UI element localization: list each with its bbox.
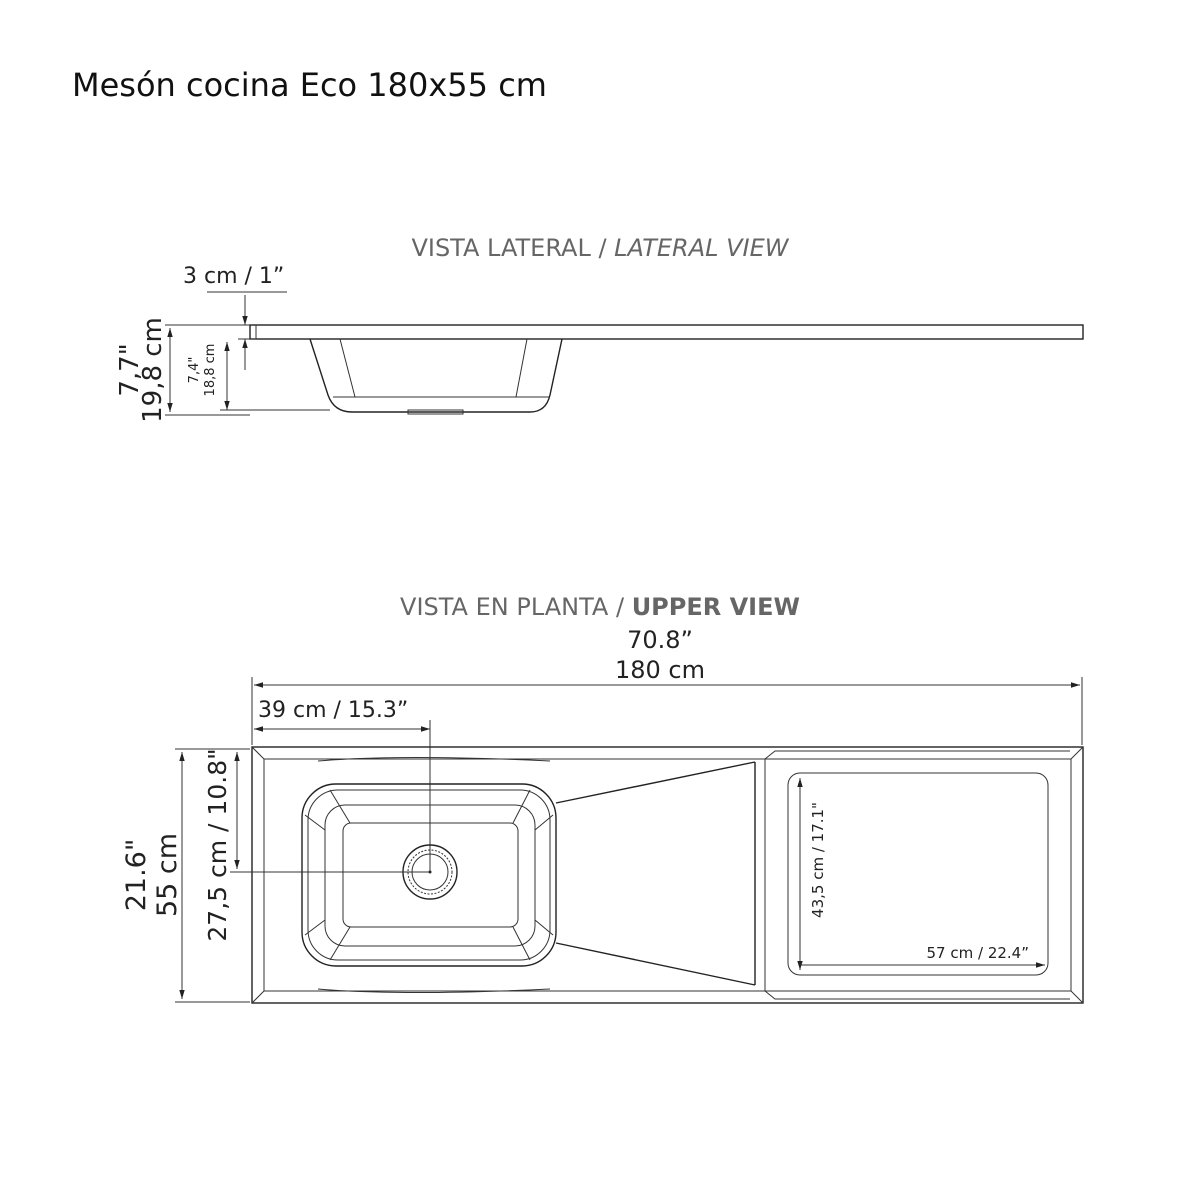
page-title: Mesón cocina Eco 180x55 cm xyxy=(72,66,547,104)
drain-offset-label: 39 cm / 15.3” xyxy=(258,698,408,723)
total-height-in: 7,7" xyxy=(115,343,145,396)
basin-depth-cm: 18,8 cm xyxy=(203,344,218,397)
drain-center-dimension: 27,5 cm / 10.8" xyxy=(203,748,240,942)
length-dimension: 70.8” 180 cm xyxy=(251,626,1083,745)
total-height-dimension: 7,7" 19,8 cm xyxy=(115,317,250,423)
drainboard: 43,5 cm / 17.1" 57 cm / 22.4” xyxy=(555,750,1070,1000)
countertop-side xyxy=(220,324,1084,415)
total-height-cm: 19,8 cm xyxy=(138,317,168,423)
upper-view: VISTA EN PLANTA / UPPER VIEW 70.8” 180 c… xyxy=(121,593,1084,1004)
width-dimension: 21.6" 55 cm xyxy=(121,748,250,1003)
drain-offset-dimension: 39 cm / 15.3” xyxy=(254,698,431,872)
basin-depth-dimension: 7,4" 18,8 cm xyxy=(187,342,230,410)
lateral-view: VISTA LATERAL / LATERAL VIEW 3 cm / 1” 7… xyxy=(115,234,1084,423)
width-cm: 55 cm xyxy=(152,833,183,917)
drain-center-label: 27,5 cm / 10.8" xyxy=(203,748,232,941)
thickness-label: 3 cm / 1” xyxy=(183,264,284,289)
length-in: 70.8” xyxy=(627,626,693,654)
thickness-dimension: 3 cm / 1” xyxy=(183,264,287,370)
width-in: 21.6" xyxy=(121,839,152,912)
upper-view-heading: VISTA EN PLANTA / UPPER VIEW xyxy=(400,593,800,621)
basin-depth-in: 7,4" xyxy=(187,357,202,384)
drainboard-depth-label: 43,5 cm / 17.1" xyxy=(809,802,827,918)
countertop-plan xyxy=(251,746,1084,1004)
length-cm: 180 cm xyxy=(615,656,705,684)
drainboard-length-label: 57 cm / 22.4” xyxy=(927,944,1029,962)
sink-basin xyxy=(230,783,557,967)
lateral-view-heading: VISTA LATERAL / LATERAL VIEW xyxy=(411,234,789,262)
